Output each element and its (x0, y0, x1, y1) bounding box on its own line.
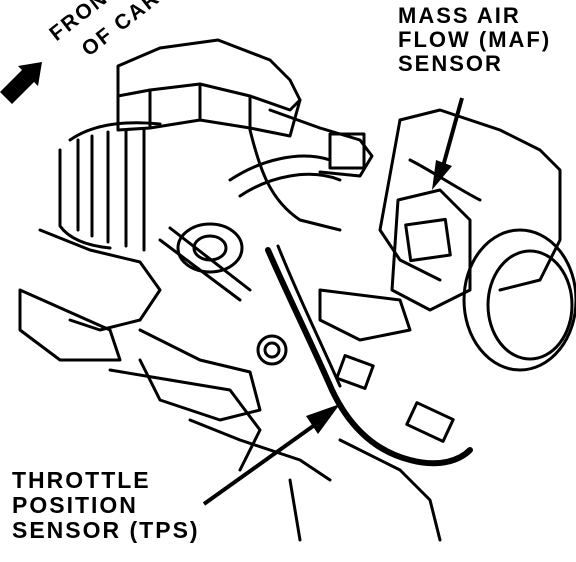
maf-label-line-1: MASS AIR (398, 3, 521, 28)
engine-block (18, 38, 576, 542)
maf-pointer-arrow-icon (432, 97, 464, 190)
maf-label-line-3: SENSOR (398, 50, 503, 76)
tps-pointer-arrow-icon (202, 404, 340, 506)
tps-label-line-2: POSITION (12, 491, 138, 518)
maf-sensor-label: MASS AIR FLOW (MAF) SENSOR (398, 4, 551, 75)
maf-label-line-2: FLOW (MAF) (398, 26, 552, 52)
tps-label-line-3: SENSOR (TPS) (12, 516, 200, 543)
front-direction-arrow-icon (0, 62, 42, 104)
tps-label-line-1: THROTTLE (12, 467, 151, 493)
tps-sensor-label: THROTTLE POSITION SENSOR (TPS) (12, 468, 200, 542)
